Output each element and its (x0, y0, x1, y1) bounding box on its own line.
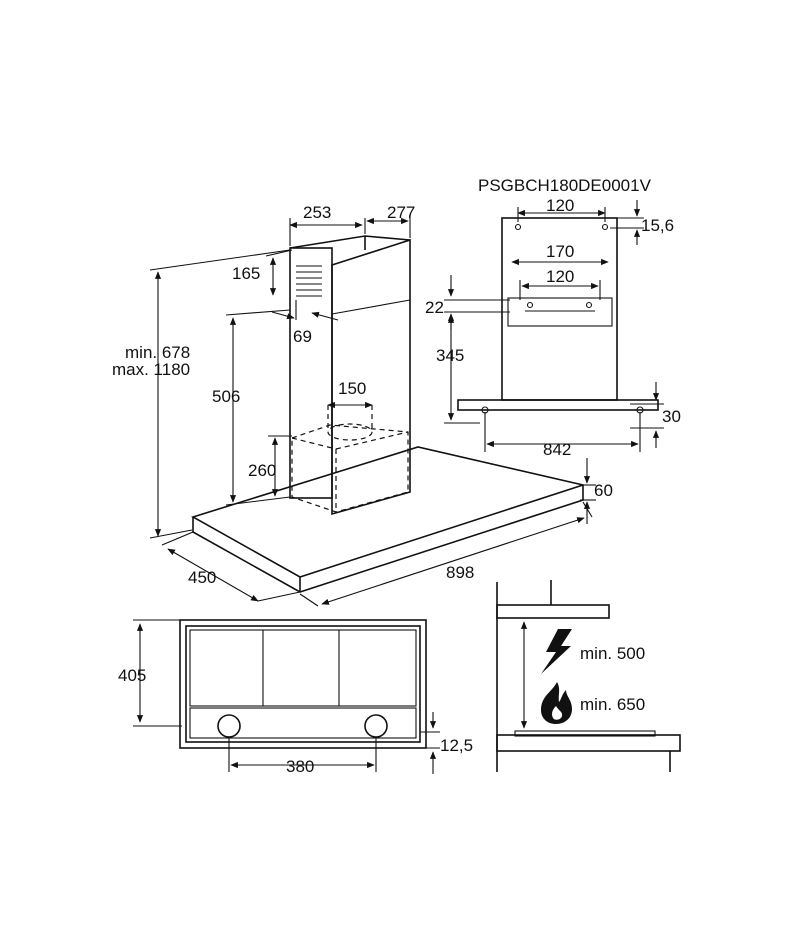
dim-edge-offset: 12,5 (440, 736, 473, 755)
lightning-icon (541, 629, 572, 674)
vent-grille (296, 265, 322, 297)
bracket-view: PSGBCH180DE0001V 120 15,6 170 120 (425, 176, 681, 459)
light-right (364, 714, 388, 738)
clearance-electric: min. 500 (580, 644, 645, 663)
dim-height-max: max. 1180 (112, 360, 190, 379)
dim-depth: 450 (188, 568, 216, 587)
clearance-view: min. 500 min. 650 (496, 580, 681, 772)
dim-chimney-lower: 506 (212, 387, 240, 406)
flame-icon (541, 682, 572, 724)
dim-top-offset: 15,6 (641, 216, 674, 235)
dim-chimney-depth: 277 (387, 203, 415, 222)
dim-canopy-offset: 30 (662, 407, 681, 426)
dim-bracket-gap: 22 (425, 298, 444, 317)
light-left (217, 714, 241, 738)
dim-middle-holes: 120 (546, 267, 574, 286)
dim-vent-height: 165 (232, 264, 260, 283)
motor-box (291, 405, 409, 513)
dim-bottom-depth: 405 (118, 666, 146, 685)
dim-top-holes: 120 (546, 196, 574, 215)
dim-height-min: min. 678 (125, 343, 190, 362)
dim-bracket-height: 345 (436, 346, 464, 365)
clearance-gas: min. 650 (580, 695, 645, 714)
dim-middle-width: 170 (546, 242, 574, 261)
dim-chimney-width: 253 (303, 203, 331, 222)
perspective-view: 253 277 165 69 min. 678 max. 1180 506 15… (112, 203, 613, 607)
dim-canopy-holes: 842 (543, 440, 571, 459)
dim-duct-diameter: 150 (338, 379, 366, 398)
dim-width: 898 (446, 563, 474, 582)
bottom-view: 405 380 12,5 (118, 619, 473, 776)
model-code: PSGBCH180DE0001V (478, 176, 652, 195)
dim-vent-offset: 69 (293, 327, 312, 346)
dim-canopy-thickness: 60 (594, 481, 613, 500)
dim-motor-height: 260 (248, 461, 276, 480)
dim-filter-spacing: 380 (286, 757, 314, 776)
